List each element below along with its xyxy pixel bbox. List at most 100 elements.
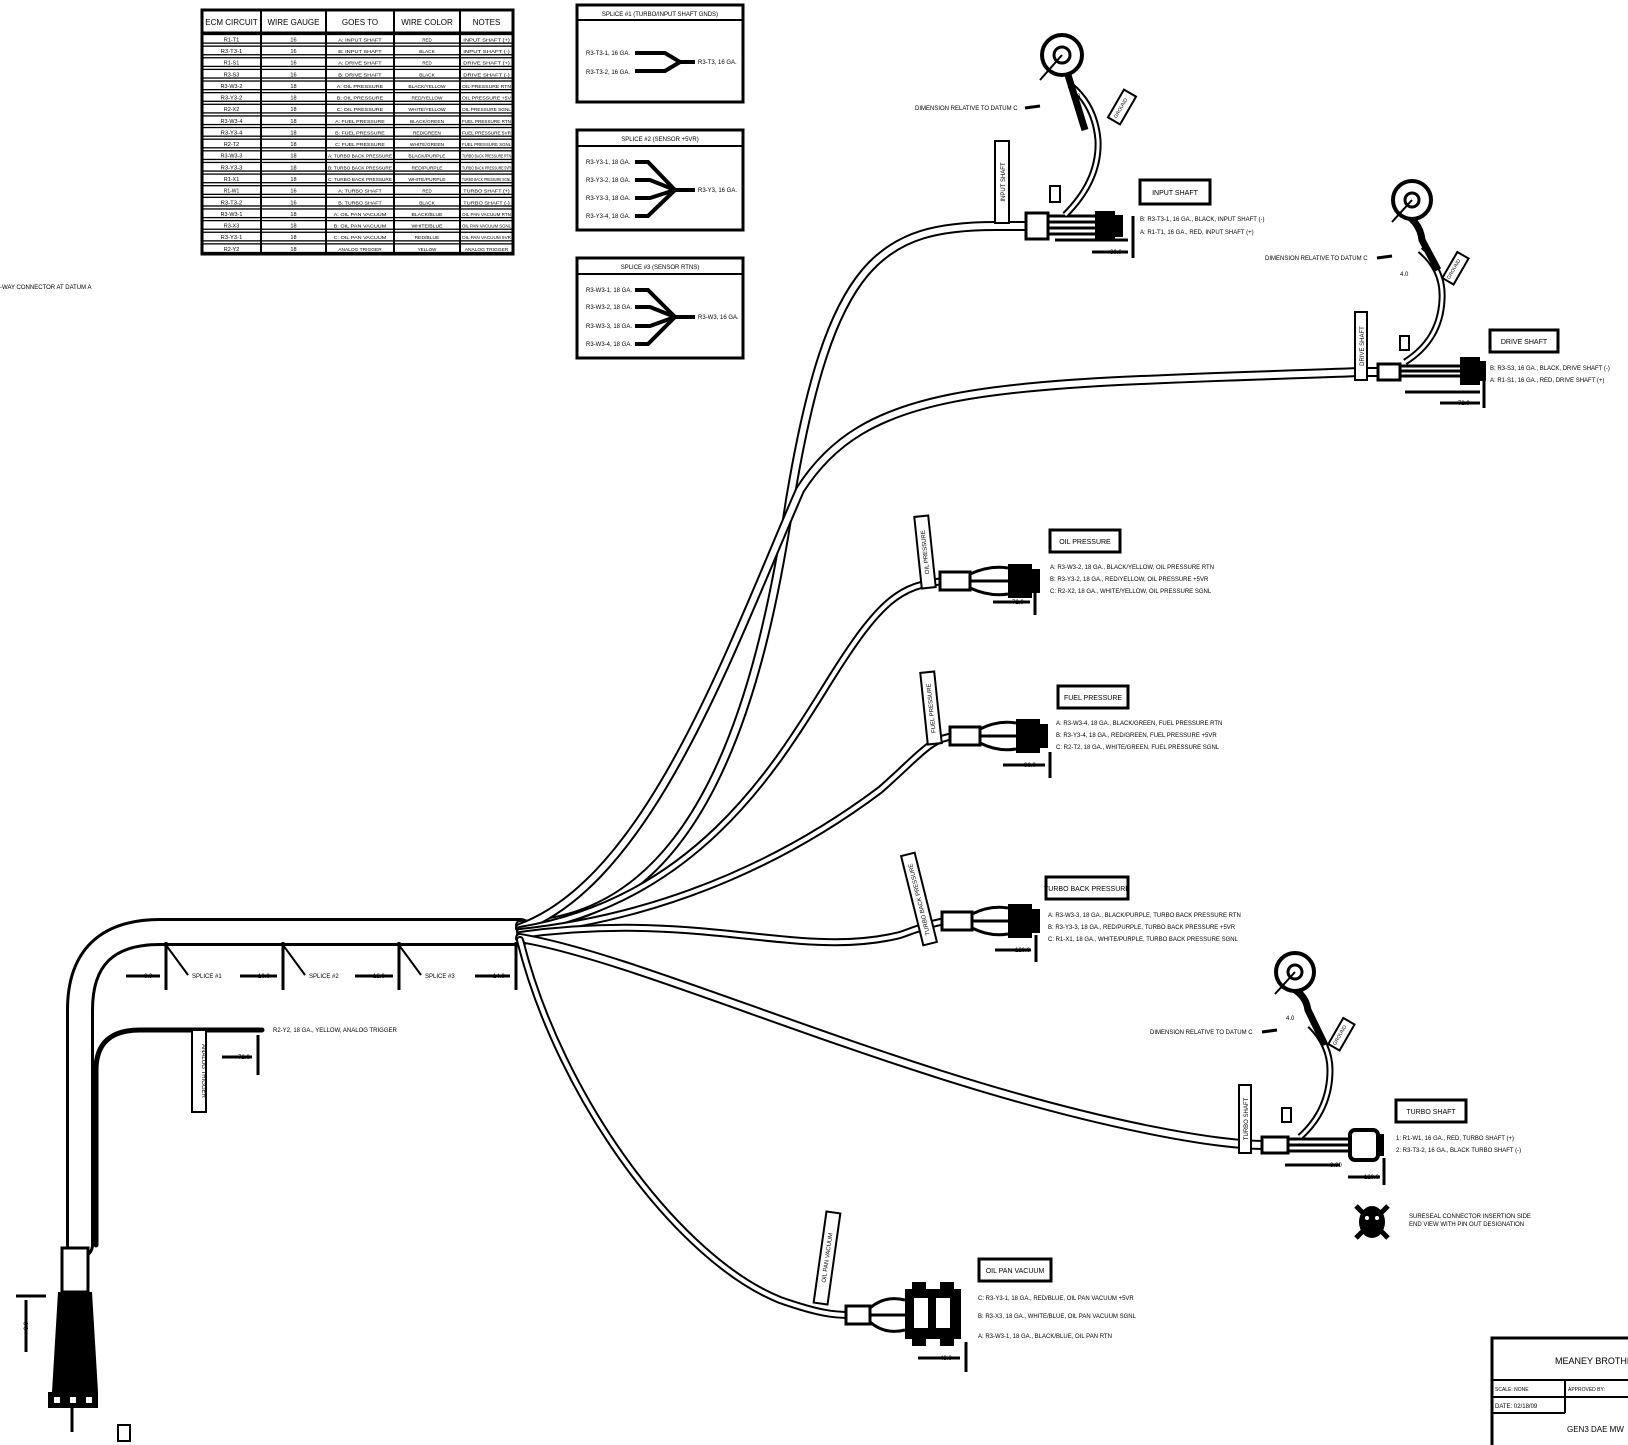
table-cell: OIL PAN VACUUM SGNL [462, 224, 511, 229]
turbo-shaft-wire-fill [517, 935, 1268, 1148]
table-cell: BLACK/GREEN [410, 119, 444, 124]
ecm-table-header: GOES TO [342, 18, 378, 27]
trunk-splice-1-dim: 6.0 [144, 974, 153, 980]
input-shaft-pin-a: A: R1-T1, 16 GA., RED, INPUT SHAFT (+) [1140, 230, 1254, 236]
table-cell: OIL PAN VACUUM 5VR [462, 235, 512, 240]
table-cell: 16 [290, 72, 296, 78]
input-shaft-label: INPUT SHAFT [1152, 190, 1198, 197]
sureseal-note-line2: END VIEW WITH PIN OUT DESIGNATION [1409, 1222, 1524, 1228]
splice-3-input-3: R3-W3-3, 18 GA. [586, 324, 632, 330]
table-cell: DRIVE SHAFT (+) [463, 61, 510, 66]
table-cell: R3-T3-2 [221, 200, 243, 206]
table-row [201, 80, 514, 91]
table-cell: B: TURBO BACK PRESSURE [328, 165, 392, 170]
splice-3-input-4: R3-W3-4, 18 GA. [586, 342, 632, 348]
table-row [201, 219, 514, 230]
table-cell: 18 [290, 154, 296, 160]
splice-1-box: SPLICE #1 (TURBO/INPUT SHAFT GNDS) R3-T3… [575, 3, 745, 104]
trunk-splice-3-label: SPLICE #3 [425, 974, 455, 980]
ecm-table-header: WIRE GAUGE [267, 18, 319, 27]
title-approved: APPROVED BY: [1568, 1387, 1605, 1393]
trunk-splice-3-dim: 12.0 [373, 974, 385, 980]
table-cell: R3-W3-2 [221, 84, 243, 90]
table-cell: TURBO BACK PRESSURE RTN [462, 154, 511, 159]
title-block: MEANEY BROTHERS SCALE: NONE APPROVED BY:… [1490, 1336, 1628, 1445]
table-row [201, 45, 514, 56]
table-cell: C: TURBO BACK PRESSURE [328, 177, 392, 182]
table-cell: R3-Y3-2 [221, 96, 243, 102]
splice-1-title: SPLICE #1 (TURBO/INPUT SHAFT GNDS) [602, 12, 718, 18]
table-row [201, 196, 514, 207]
harness-wires [66, 220, 1385, 1319]
title-date: DATE: 02/18/09 [1495, 1404, 1538, 1410]
table-cell: RED/PURPLE [412, 165, 443, 170]
table-cell: B: DRIVE SHAFT [338, 72, 382, 77]
drive-shaft-flag: DRIVE SHAFT [1360, 326, 1366, 366]
ecm-table-header: WIRE COLOR [401, 18, 453, 27]
table-cell: B: OIL PAN VACUUM [334, 224, 387, 229]
trunk-splice-3: SPLICE #3 12.0 [355, 942, 455, 990]
table-cell: R1-S1 [224, 61, 240, 67]
table-cell: RED/BLUE [415, 235, 440, 240]
table-cell: TURBO BACK PRESSURE SGNL [462, 177, 511, 182]
oil-pressure-flag: OIL PRESSURE [921, 530, 932, 575]
turbo-back-pressure-label: TURBO BACK PRESSURE [1044, 886, 1130, 893]
analog-trigger-dim: 72.0 [238, 1055, 250, 1061]
analog-trigger-label: R2-Y2, 18 GA., YELLOW, ANALOG TRIGGER [273, 1028, 397, 1034]
table-row [201, 33, 514, 44]
table-cell: R1-X1 [224, 177, 240, 183]
turbo-shaft-wire [515, 933, 1270, 1150]
turbo-back-pressure-pin-b: B: R3-Y3-3, 18 GA., RED/PURPLE, TURBO BA… [1048, 925, 1236, 931]
table-cell: R2-T2 [224, 142, 240, 148]
fuel-pressure-flag: FUEL PRESSURE [926, 683, 937, 733]
table-row [201, 208, 514, 219]
drive-shaft-wire-outline [515, 367, 1385, 933]
ecm-datum-dim: 6.0 [24, 1321, 30, 1330]
splice-2-output: R3-Y3, 16 GA. [698, 188, 737, 194]
analog-trigger-flag-text: ANALOG TRIGGER [200, 1044, 206, 1099]
table-cell: ANALOG TRIGGER [338, 247, 382, 252]
oil-pan-vacuum-dim: 48.0 [940, 1356, 952, 1362]
oil-pan-vacuum-wire-outline [516, 936, 854, 1319]
analog-trigger-branch [93, 1027, 265, 1248]
table-cell: C: OIL PAN VACUUM [334, 235, 387, 240]
drive-shaft-connector: DRIVE SHAFT 4.0 GROUND DIMENSION RELATIV… [1265, 179, 1610, 408]
table-cell: 18 [290, 84, 296, 90]
table-cell: 18 [290, 119, 296, 125]
input-shaft-pin-b: B: R3-T3-1, 16 GA., BLACK, INPUT SHAFT (… [1140, 217, 1264, 223]
oil-pressure-pin-a: A: R3-W3-2, 18 GA., BLACK/YELLOW, OIL PR… [1050, 565, 1214, 571]
oil-pressure-wire [516, 577, 949, 934]
analog-trigger-flag: ANALOG TRIGGER R2-Y2, 18 GA., YELLOW, AN… [191, 1028, 397, 1113]
table-cell: INPUT SHAFT (+) [463, 37, 510, 42]
drive-shaft-dim: 72.0 [1458, 401, 1470, 407]
table-cell: A: OIL PRESSURE [337, 84, 384, 89]
table-cell: 16 [290, 37, 296, 43]
table-cell: A: DRIVE SHAFT [338, 61, 382, 66]
table-cell: ANALOG TRIGGER [465, 247, 509, 252]
table-cell: R3-W3-1 [221, 212, 243, 218]
fuel-pressure-connector: FUEL PRESSURE FUEL PRESSURE A: R3-W3-4, … [919, 670, 1222, 778]
table-row [201, 115, 514, 126]
table-cell: R1-W1 [224, 189, 240, 195]
table-row [201, 161, 514, 172]
table-cell: R3-T3-1 [221, 49, 243, 55]
table-row [201, 68, 514, 79]
splice-3-input-2: R3-W3-2, 18 GA. [586, 305, 632, 311]
turbo-back-pressure-connector: TURBO BACK PRESSURE TURBO BACK PRESSURE … [899, 851, 1241, 962]
table-cell: R1-T1 [224, 37, 240, 43]
turbo-shaft-connector: TURBO SHAFT 4.0 GROUND DIMENSION RELATIV… [1150, 951, 1521, 1185]
table-row [201, 126, 514, 137]
turbo-shaft-flag: TURBO SHAFT [1244, 1098, 1250, 1141]
table-cell: 18 [290, 224, 296, 230]
table-cell: A: OIL PAN VACUUM [334, 212, 387, 217]
fuel-pressure-pin-c: C: R2-T2, 18 GA., WHITE/GREEN, FUEL PRES… [1056, 745, 1220, 751]
table-cell: B: INPUT SHAFT [338, 49, 382, 54]
table-cell: FUEL PRESSURE RTN [462, 119, 511, 124]
table-cell: WHITE/BLUE [412, 224, 443, 229]
table-cell: R3-W3-4 [221, 119, 243, 125]
table-cell: DRIVE SHAFT (-) [463, 72, 510, 77]
turbo-back-pressure-pin-a: A: R3-W3-3, 18 GA., BLACK/PURPLE, TURBO … [1048, 913, 1241, 919]
table-cell: INPUT SHAFT (-) [463, 49, 510, 54]
ecm-table-header: NOTES [473, 18, 501, 27]
